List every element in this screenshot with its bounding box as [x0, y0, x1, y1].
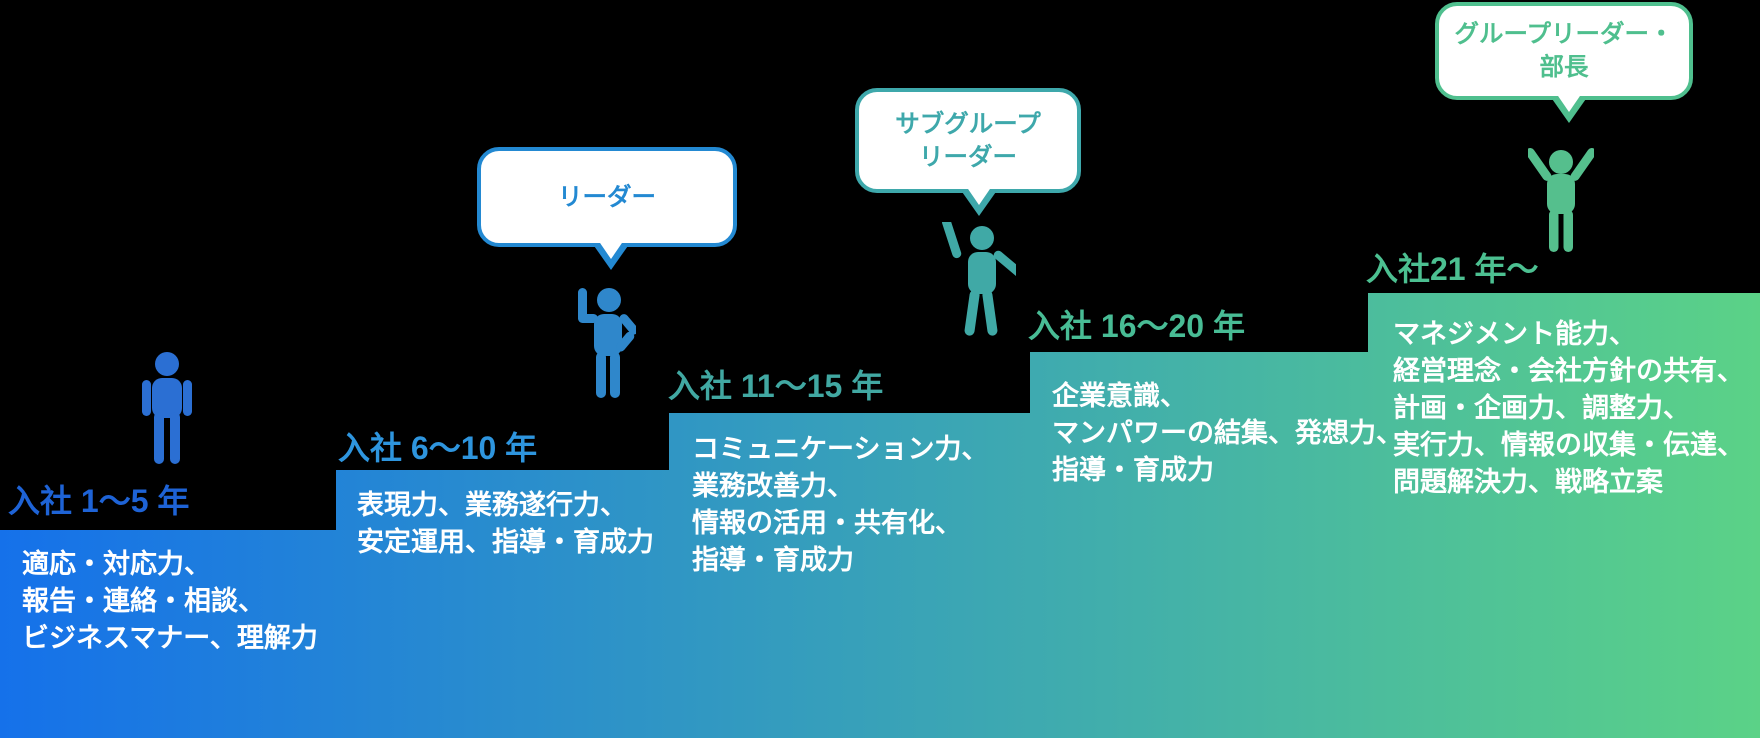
- leader-speech-bubble: リーダー: [477, 147, 737, 270]
- step4-skill-line: マンパワーの結集、発想力、: [1052, 418, 1403, 448]
- step3-skill-line: 情報の活用・共有化、: [692, 508, 962, 538]
- step1-skill-line: ビジネスマナー、理解力: [22, 623, 318, 653]
- step5-skill-line: 問題解決力、戦略立案: [1393, 467, 1663, 497]
- step4-skill-line: 企業意識、: [1052, 381, 1187, 411]
- standing-person-icon: [142, 352, 192, 464]
- step3-skills: コミュニケーション力、 業務改善力、 情報の活用・共有化、 指導・育成力: [692, 431, 988, 579]
- step4-years-label: 入社 16〜20 年: [1028, 308, 1245, 344]
- step5-years-label: 入社21 年〜: [1366, 251, 1539, 287]
- step2-years-label: 入社 6〜10 年: [338, 430, 538, 466]
- step3-skill-line: 業務改善力、: [692, 471, 854, 501]
- step1-skill-line: 適応・対応力、: [22, 549, 211, 579]
- step5-skill-line: マネジメント能力、: [1393, 319, 1636, 349]
- step2-skills: 表現力、業務遂行力、 安定運用、指導・育成力: [357, 487, 654, 561]
- step1-years-label: 入社 1〜5 年: [8, 483, 190, 519]
- subgroup-leader-bubble-text: リーダー: [919, 143, 1017, 171]
- step3-years-label: 入社 11〜15 年: [668, 368, 884, 404]
- step2-skill-line: 表現力、業務遂行力、: [357, 490, 627, 520]
- step5-skills: マネジメント能力、 経営理念・会社方針の共有、 計画・企画力、調整力、 実行力、…: [1393, 316, 1744, 501]
- group-leader-speech-bubble: グループリーダー・ 部長: [1435, 2, 1693, 123]
- step1-skill-line: 報告・連絡・相談、: [22, 586, 265, 616]
- flexing-person-icon: [578, 288, 636, 398]
- group-leader-bubble-text: グループリーダー・: [1454, 21, 1674, 48]
- subgroup-leader-bubble-text: サブグループ: [895, 110, 1041, 138]
- step4-skill-line: 指導・育成力: [1052, 455, 1214, 485]
- step5-skill-line: 経営理念・会社方針の共有、: [1393, 356, 1744, 386]
- step1-skills: 適応・対応力、 報告・連絡・相談、 ビジネスマナー、理解力: [22, 546, 318, 657]
- leader-bubble-text: リーダー: [558, 183, 656, 211]
- arm-raised-person-icon: [942, 222, 1016, 336]
- step3-skill-line: コミュニケーション力、: [692, 434, 989, 464]
- subgroup-leader-speech-bubble: サブグループ リーダー: [855, 88, 1081, 216]
- step2-skill-line: 安定運用、指導・育成力: [357, 527, 654, 557]
- group-leader-bubble-text: 部長: [1539, 54, 1589, 81]
- step5-skill-line: 計画・企画力、調整力、: [1393, 393, 1690, 423]
- step3-skill-line: 指導・育成力: [692, 545, 854, 575]
- step4-skills: 企業意識、 マンパワーの結集、発想力、 指導・育成力: [1052, 378, 1403, 489]
- cheering-person-icon: [1528, 148, 1594, 252]
- step5-skill-line: 実行力、情報の収集・伝達、: [1393, 430, 1744, 460]
